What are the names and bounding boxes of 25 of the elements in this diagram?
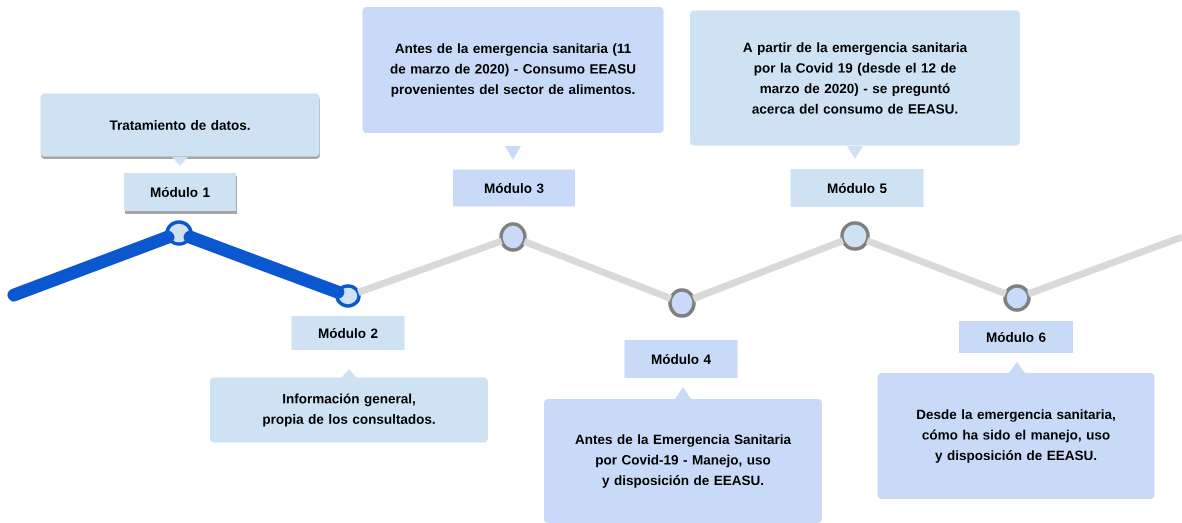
timeline-line: [692, 237, 845, 302]
callout-box: Antes de la emergencia sanitaria (11 de marzo de 2020) - Consumo EEASU provenientes del sector de alimentos.: [362, 7, 664, 160]
callout-box: Tratamiento de datos.: [40, 93, 320, 166]
timeline-line: [865, 237, 1008, 297]
module-label-box: Módulo 5: [790, 169, 924, 207]
timeline-marker: [668, 288, 696, 318]
module-label-box: Módulo 3: [453, 169, 575, 207]
timeline-marker: [335, 284, 361, 308]
timeline-marker: [499, 222, 527, 252]
module-label-box: Módulo 2: [291, 316, 405, 350]
timeline-line: [523, 238, 672, 302]
timeline-line: [357, 237, 503, 296]
module-label-box: Módulo 4: [624, 340, 738, 378]
callout-box: A partir de la emergencia sanitaria por la Covid 19 (desde el 12 de marzo de 2020) - se preguntó acerca del consumo de EEASU.: [690, 10, 1020, 159]
timeline-line: [183, 230, 345, 299]
timeline-line: [7, 230, 175, 302]
timeline-line: [1027, 233, 1182, 298]
timeline-marker: [165, 220, 193, 246]
module-label-box: Módulo 1: [124, 173, 237, 214]
module-label-box: Módulo 6: [959, 321, 1073, 353]
callout-box: Desde la emergencia sanitaria, cómo ha sido el manejo, uso y disposición de EEASU.: [877, 362, 1155, 499]
callout-box: Antes de la Emergencia Sanitaria por Covid-19 - Manejo, uso y disposición de EEASU.: [544, 387, 822, 523]
timeline-marker: [1003, 284, 1031, 312]
callout-box: Información general, propia de los consultados.: [210, 369, 488, 443]
timeline-marker: [840, 221, 870, 251]
